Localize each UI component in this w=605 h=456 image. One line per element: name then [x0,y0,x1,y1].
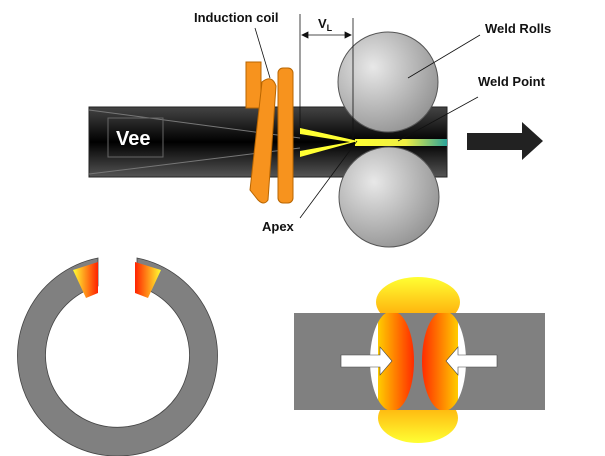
pressure-arrow-right-icon [340,346,393,376]
weld-rolls-label: Weld Rolls [485,21,551,36]
vl-label: VL [318,16,333,33]
weld-joint-cross-section [294,277,545,443]
vee-box [107,117,164,158]
weld-seam [355,139,447,146]
vee-label: Vee [116,128,150,150]
weld-roll-top [337,31,439,133]
open-tube-cross-section [17,257,218,456]
heated-edge-left [73,262,98,298]
apex-label: Apex [262,219,295,234]
weld-point-label: Weld Point [478,74,546,89]
induction-coil-label: Induction coil [194,10,279,25]
direction-arrow-icon [467,122,543,160]
weld-roll-bottom [338,146,440,248]
pressure-arrow-left-icon [445,346,498,376]
vl-dimension [299,14,354,140]
leader-lines [254,27,481,219]
induction-coil [245,61,294,204]
heated-edge-right [135,262,161,298]
heated-vee [300,128,358,157]
